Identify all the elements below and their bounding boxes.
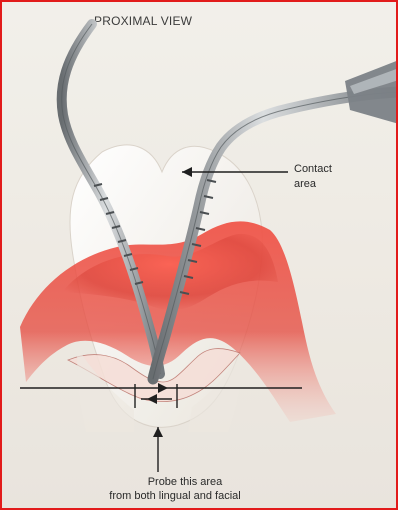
probe-label-line-1: Probe this area — [115, 476, 255, 489]
probe-label-line-2: from both lingual and facial — [75, 490, 275, 503]
contact-label-line-1: Contact — [294, 163, 332, 176]
contact-label-line-2: area — [294, 178, 316, 191]
